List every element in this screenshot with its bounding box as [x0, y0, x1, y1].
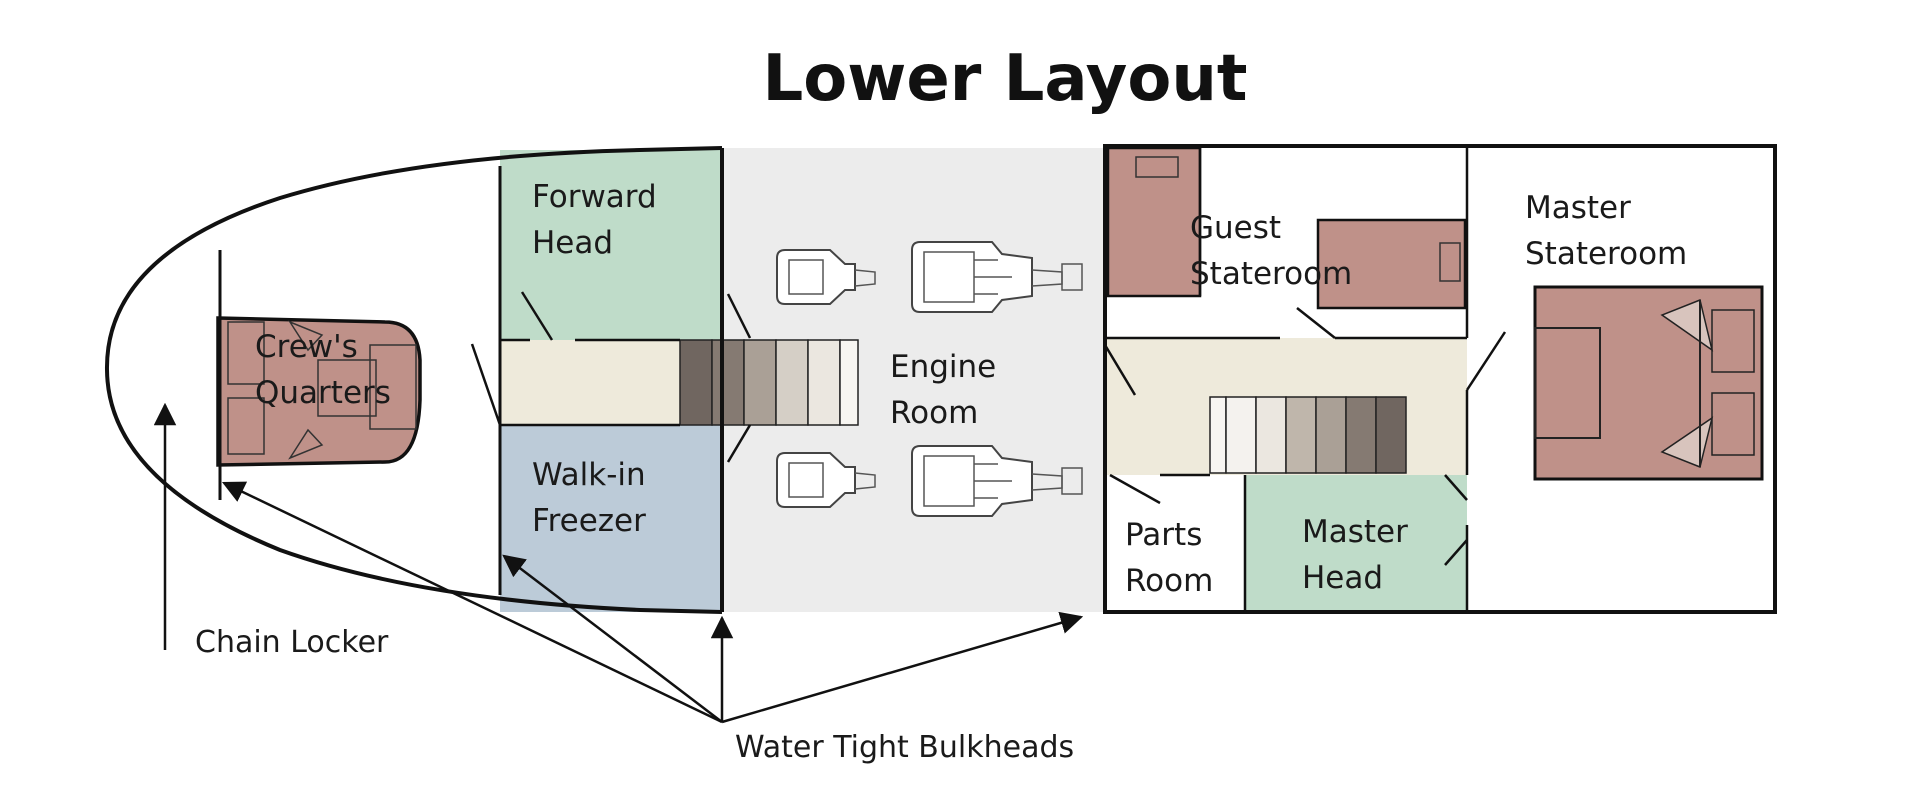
bed-icon [1533, 285, 1764, 481]
callout-water-tight-bulkheads: Water Tight Bulkheads [735, 730, 1074, 765]
stairs-icon [1209, 396, 1407, 474]
room-label-walk-in-freezer: Walk-in Freezer [532, 457, 656, 539]
room-label-crews-quarters: Crew's Quarters [255, 329, 391, 411]
arrow-icon [153, 402, 1084, 724]
room-label-forward-head: Forward Head [532, 179, 667, 261]
room-label-master-head: Master Head [1302, 514, 1418, 596]
guest-bunk-upper [1106, 146, 1202, 298]
engine-icon [911, 241, 1083, 313]
forward-head-room [500, 150, 722, 340]
page-title: Lower Layout [763, 42, 1248, 116]
guest-bunk-pillow-lower [1439, 242, 1461, 282]
bow-hull-outline [104, 146, 723, 614]
forward-corridor [500, 340, 680, 425]
room-label-guest-stateroom: Guest Stateroom [1190, 210, 1352, 292]
guest-bunk-pillow-upper [1135, 156, 1179, 178]
room-label-master-stateroom: Master Stateroom [1525, 190, 1687, 272]
callout-chain-locker: Chain Locker [195, 625, 389, 660]
engine-icon [776, 452, 876, 508]
engine-icon [776, 249, 876, 305]
crews-quarters-bunk [216, 316, 422, 467]
room-label-parts-room: Parts Room [1125, 517, 1213, 599]
room-label-engine-room: Engine Room [890, 349, 1006, 431]
master-head-room [1245, 475, 1467, 612]
stairs-icon [679, 339, 859, 426]
engine-icon [911, 445, 1083, 517]
